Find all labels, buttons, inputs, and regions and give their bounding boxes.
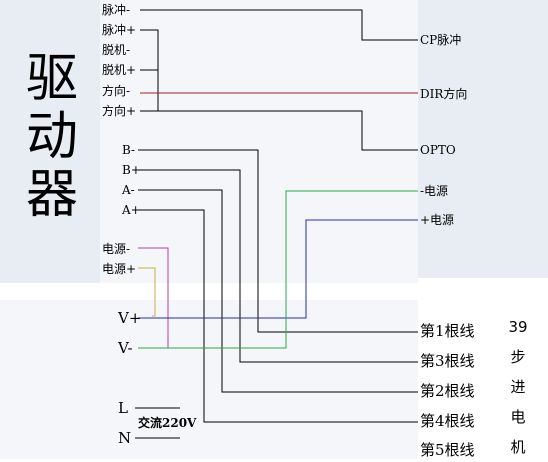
signal-dir: DIR方向 (420, 87, 468, 101)
motor-title-char: 进 (510, 378, 526, 396)
wire-vplus (138, 219, 418, 319)
pin-psu-minus: 电源- (102, 242, 131, 256)
pin-a-minus: A- (122, 183, 135, 197)
pin-offline-plus: 脱机+ (102, 63, 137, 77)
pin-pulse-plus: 脉冲+ (102, 23, 137, 37)
ac-220v-label: 交流220V (138, 416, 197, 430)
motor-lead-2: 第2根线 (420, 382, 475, 400)
motor-title: 39 步 进 电 机 (506, 312, 530, 462)
driver-title-char: 动 (25, 107, 78, 167)
wire-opto (158, 110, 418, 151)
driver-terminal-panel (100, 0, 418, 283)
pin-l: L (118, 399, 128, 417)
motor-lead-3: 第3根线 (420, 352, 475, 370)
driver-title-char: 驱 (25, 49, 78, 109)
controller-power-plus: +电源 (420, 213, 455, 227)
pin-psu-plus: 电源+ (102, 262, 137, 276)
pin-offline-minus: 脱机- (102, 43, 131, 57)
pin-dir-plus: 方向+ (102, 104, 137, 118)
wire-vminus (138, 190, 418, 349)
wire-common-plus-bus (140, 29, 159, 111)
motor-title-char: 机 (510, 438, 526, 456)
wire-b-minus (138, 149, 418, 333)
pin-pulse-minus: 脉冲- (102, 3, 131, 17)
wire-psu-plus (138, 267, 156, 317)
motor-title-char: 步 (510, 348, 526, 366)
signal-opto: OPTO (420, 143, 456, 157)
wire-psu-minus (138, 247, 169, 349)
driver-title: 驱 动 器 (22, 50, 82, 224)
controller-power-minus: -电源 (420, 184, 449, 198)
pin-n: N (118, 429, 132, 447)
pin-vminus: V- (118, 339, 133, 357)
wire-b-plus (138, 169, 418, 363)
pin-b-plus: B+ (122, 163, 141, 177)
pin-a-plus: A+ (122, 203, 141, 217)
motor-title-char: 电 (510, 408, 526, 426)
wire-pulse-minus (140, 9, 418, 41)
power-panel (0, 300, 418, 459)
driver-title-char: 器 (25, 165, 78, 225)
pin-dir-minus: 方向- (102, 84, 131, 98)
motor-title-char: 39 (508, 318, 528, 336)
wire-a-plus (138, 209, 418, 423)
motor-lead-5: 第5根线 (420, 441, 475, 459)
pin-b-minus: B- (122, 143, 136, 157)
motor-lead-4: 第4根线 (420, 412, 475, 430)
driver-panel (0, 0, 100, 283)
wire-a-minus (138, 189, 418, 393)
signal-cp-pulse: CP脉冲 (420, 33, 462, 47)
pin-vplus: V+ (118, 309, 142, 327)
controller-panel (418, 0, 548, 278)
motor-lead-1: 第1根线 (420, 322, 475, 340)
